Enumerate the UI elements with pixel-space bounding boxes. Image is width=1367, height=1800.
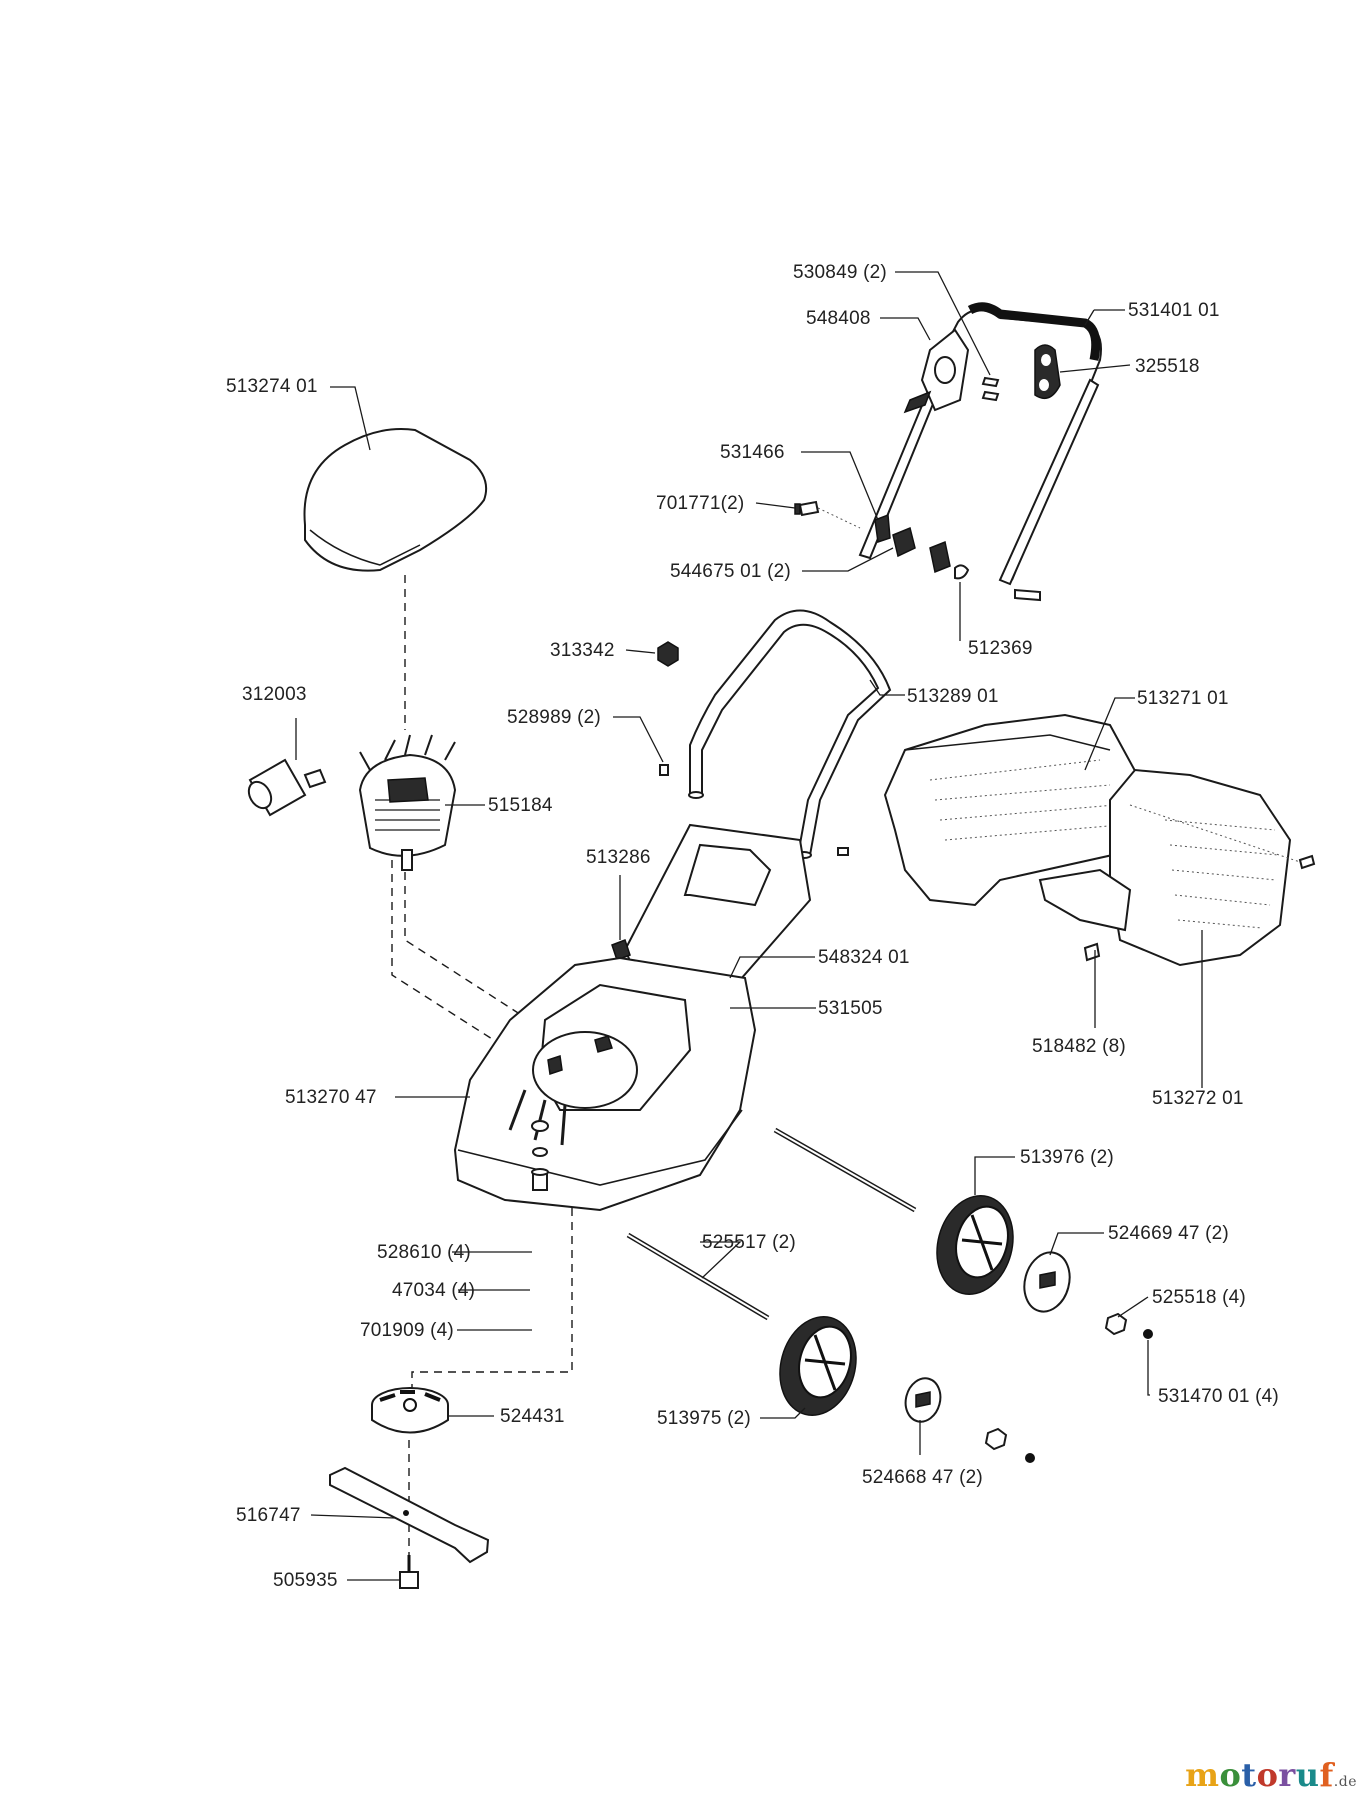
axles [626, 1127, 917, 1321]
part-label-548408: 548408 [806, 308, 871, 329]
cable-hook [1034, 344, 1061, 400]
lower-handle [688, 609, 892, 859]
part-label-524669-47: 524669 47 (2) [1108, 1223, 1229, 1244]
grass-box-lower [1038, 768, 1316, 967]
rear-flap [623, 823, 812, 982]
part-label-313342: 313342 [550, 640, 615, 661]
motor [358, 734, 457, 871]
hubcap-rear [1023, 1251, 1071, 1313]
part-label-544675-01: 544675 01 (2) [670, 561, 791, 582]
leader-lines [295, 271, 1203, 1581]
blade-bolt [399, 1555, 419, 1589]
part-label-530849: 530849 (2) [793, 262, 887, 283]
part-label-515184: 515184 [488, 795, 553, 816]
blade [329, 1466, 490, 1564]
spring-513286 [611, 939, 631, 961]
part-label-531466: 531466 [720, 442, 785, 463]
screw-518482 [1083, 942, 1101, 962]
part-label-518482: 518482 (8) [1032, 1036, 1126, 1057]
part-label-505935: 505935 [273, 1570, 338, 1591]
part-label-525517: 525517 (2) [702, 1232, 796, 1253]
part-label-701909: 701909 (4) [360, 1320, 454, 1341]
part-label-531470-01: 531470 01 (4) [1158, 1386, 1279, 1407]
handle-clamp-parts [794, 500, 1041, 602]
motoruf-logo: motoruf.de [1185, 1756, 1357, 1794]
part-label-325518: 325518 [1135, 356, 1200, 377]
rear-wheel [936, 1195, 1014, 1295]
part-label-516747: 516747 [236, 1505, 301, 1526]
part-label-47034: 47034 (4) [392, 1280, 476, 1301]
hubcap-front [904, 1377, 942, 1423]
part-label-524668-47: 524668 47 (2) [862, 1467, 983, 1488]
part-label-512369: 512369 [968, 638, 1033, 659]
part-label-513976: 513976 (2) [1020, 1147, 1114, 1168]
part-label-528989: 528989 (2) [507, 707, 601, 728]
screws-530849 [981, 376, 1000, 402]
part-label-531505: 531505 [818, 998, 883, 1019]
blade-fan [371, 1387, 449, 1434]
part-label-701771: 701771(2) [656, 493, 745, 514]
switch-box [903, 328, 970, 414]
part-label-524431: 524431 [500, 1406, 565, 1427]
deck-fasteners [531, 1120, 549, 1191]
part-label-513274-01: 513274 01 [226, 376, 318, 397]
part-label-531401-01: 531401 01 [1128, 300, 1220, 321]
screw-528989-b [837, 847, 849, 856]
mower-deck [453, 956, 757, 1212]
motor-cover [303, 428, 488, 572]
part-label-548324-01: 548324 01 [818, 947, 910, 968]
part-label-525518: 525518 (4) [1152, 1287, 1246, 1308]
part-label-513270-47: 513270 47 [285, 1087, 377, 1108]
part-label-513975: 513975 (2) [657, 1408, 751, 1429]
front-wheel [779, 1316, 857, 1416]
part-label-528610: 528610 (4) [377, 1242, 471, 1263]
wheel-nuts [984, 1312, 1153, 1463]
part-label-513271-01: 513271 01 [1137, 688, 1229, 709]
part-label-312003: 312003 [242, 684, 307, 705]
part-label-513289-01: 513289 01 [907, 686, 999, 707]
part-label-513272-01: 513272 01 [1152, 1088, 1244, 1109]
part-label-513286: 513286 [586, 847, 651, 868]
capacitor [247, 758, 327, 817]
screw-528989 [659, 764, 669, 776]
nut-313342 [657, 641, 679, 667]
